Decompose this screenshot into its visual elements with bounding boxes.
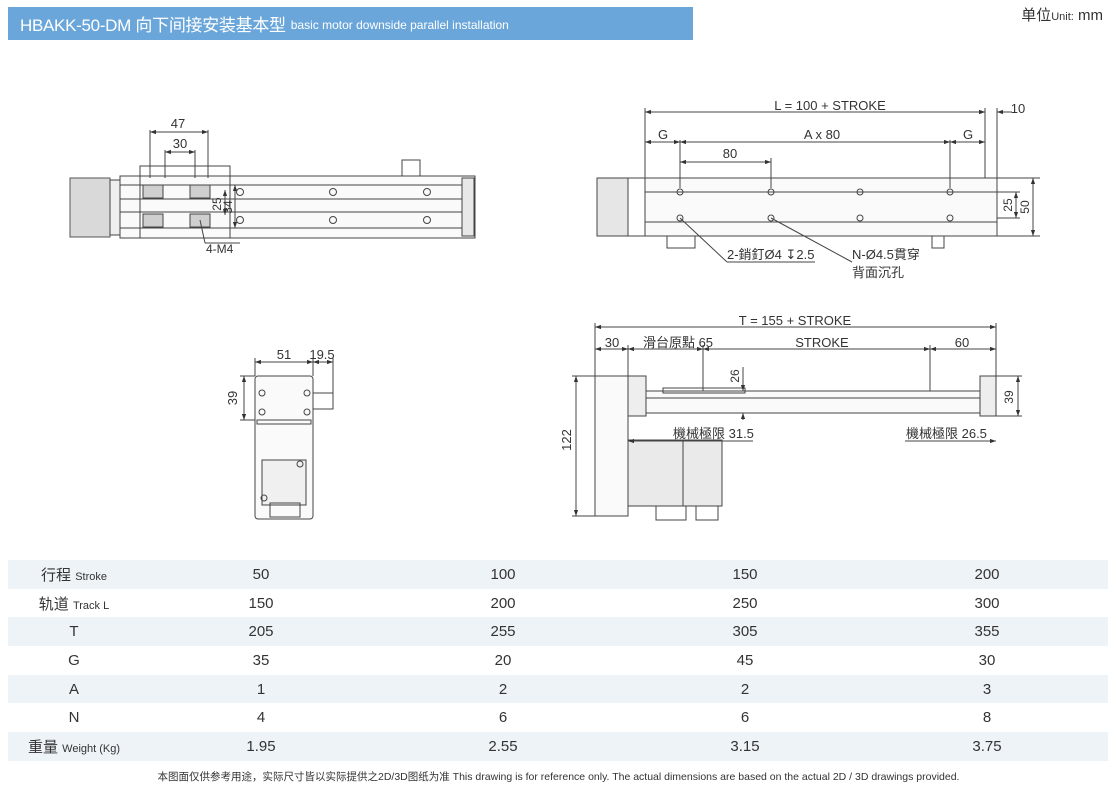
spec-table: 行程 Stroke 50 100 150 200 轨道 Track L 150 … bbox=[8, 560, 1108, 761]
dim-g-right: G bbox=[963, 127, 973, 142]
motor-block bbox=[69, 177, 111, 238]
table-cell: 2 bbox=[382, 674, 624, 704]
dim-30-side: 30 bbox=[605, 335, 619, 350]
table-cell: 3 bbox=[866, 674, 1108, 704]
dim-80: 80 bbox=[723, 146, 737, 161]
table-row-a: A 1 2 2 3 bbox=[8, 674, 1108, 704]
table-cell: 8 bbox=[982, 709, 992, 727]
table-cell: 6 bbox=[740, 709, 750, 727]
row-label: N bbox=[68, 709, 80, 727]
row-label: 轨道 Track L bbox=[38, 595, 110, 613]
side-view bbox=[572, 323, 1022, 521]
dim-60: 60 bbox=[955, 335, 969, 350]
table-cell: 355 bbox=[866, 617, 1108, 647]
end-view bbox=[240, 358, 334, 520]
table-cell: 100 bbox=[382, 560, 624, 589]
table-cell: 30 bbox=[978, 651, 996, 669]
table-cell: 200 bbox=[490, 594, 516, 612]
table-row-track: 轨道 Track L 150 200 250 300 bbox=[8, 589, 1108, 618]
technical-drawing: 47 30 25 34 4-M4 L = bbox=[69, 98, 1040, 521]
callout-4-m4: 4-M4 bbox=[206, 242, 234, 256]
table-cell: 200 bbox=[866, 560, 1108, 589]
dim-47: 47 bbox=[171, 116, 185, 131]
table-cell: 45 bbox=[736, 651, 754, 669]
hole-note-counterbore: 背面沉孔 bbox=[852, 265, 904, 280]
row-label: A bbox=[8, 674, 140, 704]
table-cell: 35 bbox=[252, 651, 270, 669]
dim-overall-t: T = 155 + STROKE bbox=[739, 313, 852, 328]
top-right-view bbox=[596, 108, 1040, 263]
table-cell: 1 bbox=[140, 674, 382, 704]
dim-51: 51 bbox=[277, 347, 291, 362]
table-cell: 255 bbox=[382, 617, 624, 647]
pin-note: 2-銷釘Ø4 ↧2.5 bbox=[727, 247, 815, 262]
table-row-n: N 4 6 6 8 bbox=[8, 703, 1108, 732]
dim-50: 50 bbox=[1018, 200, 1032, 214]
dim-34: 34 bbox=[221, 200, 235, 214]
rail-plan bbox=[644, 177, 998, 237]
dim-25-right: 25 bbox=[1001, 198, 1015, 212]
table-cell: 2 bbox=[624, 674, 866, 704]
mech-limit-left: 機械極限 31.5 bbox=[673, 426, 754, 441]
dim-end-10: 10 bbox=[1011, 101, 1025, 116]
table-cell: 4 bbox=[256, 709, 266, 727]
stroke-label: STROKE bbox=[795, 335, 849, 350]
dim-39-side: 39 bbox=[1002, 390, 1016, 404]
table-cell: 150 bbox=[248, 594, 274, 612]
dim-25-left: 25 bbox=[210, 197, 224, 211]
home-position-label: 滑台原點 65 bbox=[643, 335, 713, 350]
motor-side bbox=[627, 439, 723, 507]
table-cell: 3.15 bbox=[624, 732, 866, 761]
row-label: 重量 Weight (Kg) bbox=[8, 732, 140, 761]
table-cell: 300 bbox=[974, 594, 1000, 612]
table-cell: 20 bbox=[494, 651, 512, 669]
table-cell: 1.95 bbox=[140, 732, 382, 761]
rail-side bbox=[645, 390, 997, 414]
row-label: G bbox=[68, 651, 80, 669]
table-cell: 305 bbox=[624, 617, 866, 647]
table-row-t: T 205 255 305 355 bbox=[8, 617, 1108, 647]
top-left-view bbox=[69, 129, 476, 244]
dim-30: 30 bbox=[173, 136, 187, 151]
dim-19-5: 19.5 bbox=[309, 347, 334, 362]
dim-122: 122 bbox=[559, 429, 574, 451]
table-cell: 2.55 bbox=[382, 732, 624, 761]
row-label: T bbox=[8, 617, 140, 647]
reference-footnote: 本图面仅供参考用途，实际尺寸皆以实际提供之2D/3D图纸为准 This draw… bbox=[157, 771, 960, 783]
row-label: 行程 Stroke bbox=[8, 560, 140, 589]
title-bar: HBAKK-50-DM 向下间接安装基本型 basic motor downsi… bbox=[8, 7, 693, 40]
model-title: HBAKK-50-DM 向下间接安装基本型 bbox=[20, 16, 286, 35]
mech-limit-right: 機械極限 26.5 bbox=[906, 426, 987, 441]
table-cell: 150 bbox=[624, 560, 866, 589]
table-cell: 6 bbox=[498, 709, 508, 727]
dim-g-left: G bbox=[658, 127, 668, 142]
table-cell: 3.75 bbox=[866, 732, 1108, 761]
model-subtitle: basic motor downside parallel installati… bbox=[290, 17, 509, 32]
table-cell: 205 bbox=[140, 617, 382, 647]
hole-note: N-Ø4.5貫穿 bbox=[852, 247, 920, 262]
table-row-g: G 35 20 45 30 bbox=[8, 646, 1108, 675]
dim-26: 26 bbox=[728, 369, 742, 383]
table-cell: 250 bbox=[732, 594, 758, 612]
table-cell: 50 bbox=[140, 560, 382, 589]
unit-label: 单位Unit: mm bbox=[1021, 7, 1103, 24]
table-row-stroke: 行程 Stroke 50 100 150 200 bbox=[8, 560, 1108, 589]
dim-overall-l: L = 100 + STROKE bbox=[774, 98, 886, 113]
table-row-weight: 重量 Weight (Kg) 1.95 2.55 3.15 3.75 bbox=[8, 732, 1108, 761]
dim-pitch: A x 80 bbox=[804, 127, 840, 142]
dim-39-end: 39 bbox=[225, 391, 240, 405]
